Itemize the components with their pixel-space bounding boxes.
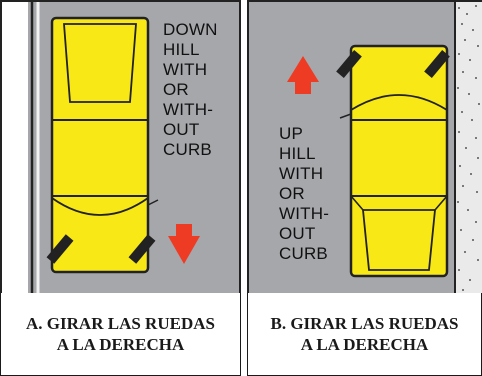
direction-line: WITH- [279,204,330,223]
direction-line: DOWN [163,20,218,39]
caption-line-2: A LA DERECHA [56,335,185,354]
panel-a-illustration [0,0,241,295]
curb-strip [0,0,28,295]
panel-b: UP HILL WITH OR WITH- OUT CURB B. GIRAR … [247,0,482,376]
direction-line: HILL [279,144,316,163]
direction-line: WITH [279,164,324,183]
direction-line: WITH- [163,100,214,119]
direction-line: OR [163,80,189,99]
caption-a: A. GIRAR LAS RUEDAS A LA DERECHA [0,293,241,376]
direction-line: WITH [163,60,208,79]
arrow-down-icon [168,224,200,264]
direction-line: CURB [279,244,328,263]
caption-line-2: A LA DERECHA [300,335,429,354]
car-a [50,16,159,274]
caption-line-1: B. GIRAR LAS RUEDAS [270,313,459,333]
wheel-front-left [46,234,74,264]
curb-texture [457,5,480,291]
direction-line: UP [279,124,304,143]
wheel-front-right [128,234,156,264]
direction-line: CURB [163,140,212,159]
direction-line: HILL [163,40,200,59]
wheel-front-right [424,50,450,78]
direction-text-b: UP HILL WITH OR WITH- OUT CURB [279,124,329,264]
panel-b-illustration [247,0,482,295]
caption-b: B. GIRAR LAS RUEDAS A LA DERECHA [247,293,482,376]
wheel-front-left [336,50,362,78]
direction-line: OUT [163,120,200,139]
direction-line: OUT [279,224,316,243]
direction-line: OR [279,184,305,203]
arrow-up-icon [287,56,319,94]
panel-a: DOWN HILL WITH OR WITH- OUT CURB A. GIRA… [0,0,241,376]
car-b [339,44,449,278]
caption-line-1: A. GIRAR LAS RUEDAS [26,313,215,333]
curb-sidewalk [455,0,482,295]
direction-text-a: DOWN HILL WITH OR WITH- OUT CURB [163,20,218,160]
